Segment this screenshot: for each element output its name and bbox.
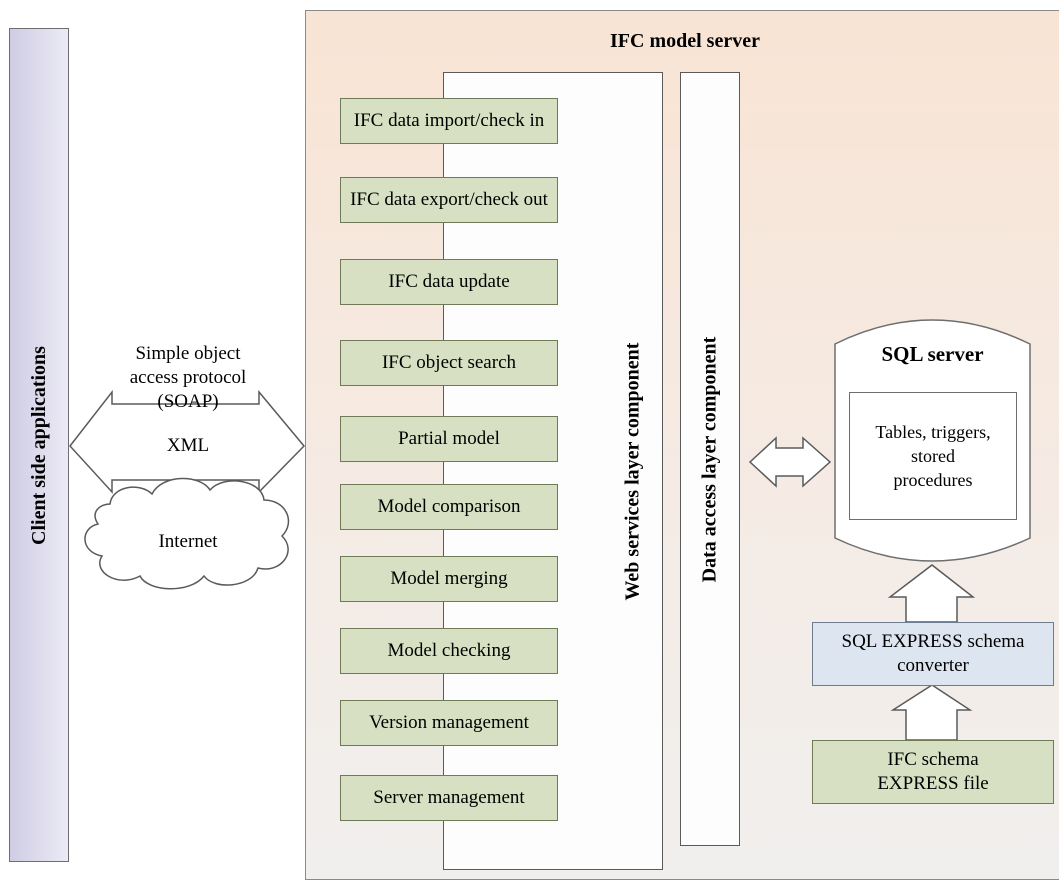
soap-label-line2: access protocol	[129, 366, 247, 388]
sql-server-contents-box: Tables, triggers, stored procedures	[849, 392, 1017, 520]
client-side-applications-bar	[9, 28, 69, 862]
xml-label: XML	[166, 435, 210, 456]
converter-line1: SQL EXPRESS schema	[841, 631, 1025, 653]
converter-to-sql-arrow	[887, 564, 976, 623]
sql-server-title: SQL server	[881, 342, 984, 366]
component-partial-model: Partial model	[340, 416, 558, 462]
data-access-sql-double-arrow	[748, 436, 832, 488]
sql-server-contents-line3: procedures	[893, 470, 973, 491]
soap-label-line3: (SOAP)	[157, 390, 219, 412]
soap-label: Simple object access protocol (SOAP)	[108, 342, 268, 413]
converter-line2: converter	[897, 655, 969, 676]
component-data-update: IFC data update	[340, 259, 558, 305]
ifc-model-server-title: IFC model server	[610, 30, 760, 52]
sql-server-contents-line1: Tables, triggers,	[875, 421, 991, 442]
data-access-layer-panel	[680, 72, 740, 846]
sql-express-schema-converter-box: SQL EXPRESS schema converter	[812, 622, 1054, 686]
schema-file-line2: EXPRESS file	[877, 773, 989, 794]
soap-double-arrow	[69, 389, 306, 494]
component-model-checking: Model checking	[340, 628, 558, 674]
component-model-merging: Model merging	[340, 556, 558, 602]
component-object-search: IFC object search	[340, 340, 558, 386]
component-version-management: Version management	[340, 700, 558, 746]
ifc-schema-express-file-box: IFC schema EXPRESS file	[812, 740, 1054, 804]
component-model-comparison: Model comparison	[340, 484, 558, 530]
internet-label: Internet	[158, 531, 218, 552]
component-export-check-out: IFC data export/check out	[340, 177, 558, 223]
soap-label-line1: Simple object	[135, 343, 241, 364]
schema-to-converter-arrow	[890, 684, 973, 741]
internet-cloud	[84, 477, 290, 590]
sql-server-contents-line2: stored	[911, 445, 955, 466]
schema-file-line1: IFC schema	[887, 749, 979, 771]
component-import-check-in: IFC data import/check in	[340, 98, 558, 144]
component-server-management: Server management	[340, 775, 558, 821]
